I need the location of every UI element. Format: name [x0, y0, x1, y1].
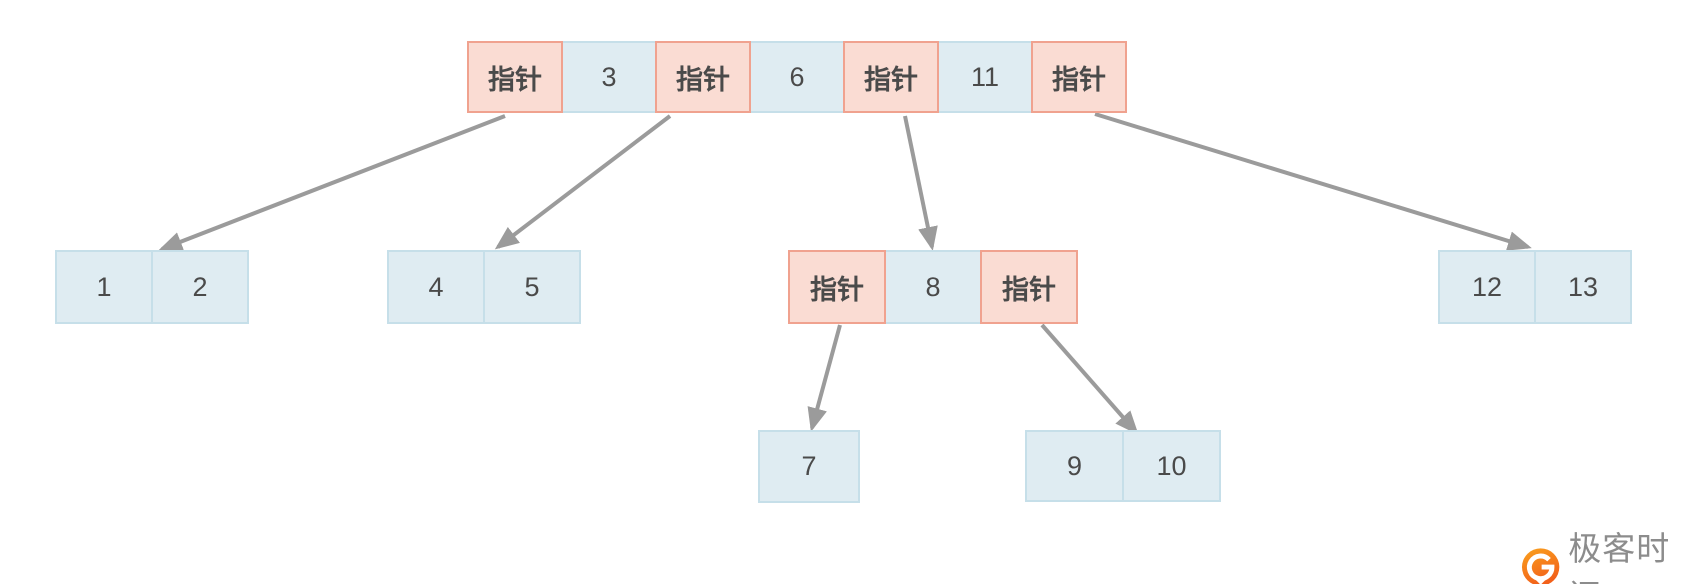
- key-cell: 3: [561, 41, 657, 113]
- geektime-logo-text: 极客时间: [1568, 530, 1671, 584]
- edge-root-p2-to-leaf-4-5: [494, 114, 672, 250]
- btree-node-leaf-7: 7: [758, 430, 860, 503]
- pointer-cell: 指针: [467, 41, 563, 113]
- geektime-logo-icon: [1521, 547, 1560, 584]
- key-cell: 12: [1438, 250, 1536, 324]
- edge-internal-p1-to-leaf-7: [807, 324, 842, 432]
- key-cell: 2: [151, 250, 249, 324]
- pointer-cell: 指针: [788, 250, 886, 324]
- key-cell: 9: [1025, 430, 1124, 502]
- pointer-cell: 指针: [1031, 41, 1127, 113]
- key-cell: 7: [758, 430, 860, 503]
- key-cell: 5: [483, 250, 581, 324]
- key-cell: 8: [884, 250, 982, 324]
- key-cell: 13: [1534, 250, 1632, 324]
- edge-root-p1-to-leaf-1-2: [158, 114, 506, 252]
- key-cell: 6: [749, 41, 845, 113]
- pointer-cell: 指针: [655, 41, 751, 113]
- pointer-cell: 指针: [843, 41, 939, 113]
- key-cell: 10: [1122, 430, 1221, 502]
- edge-root-p4-to-leaf-12-13: [1094, 112, 1532, 251]
- edge-root-p3-to-internal-8: [903, 115, 938, 251]
- key-cell: 11: [937, 41, 1033, 113]
- geektime-logo: 极客时间: [1520, 522, 1702, 584]
- key-cell: 1: [55, 250, 153, 324]
- pointer-cell: 指针: [980, 250, 1078, 324]
- key-cell: 4: [387, 250, 485, 324]
- edge-internal-p2-to-leaf-9-10: [1040, 323, 1139, 436]
